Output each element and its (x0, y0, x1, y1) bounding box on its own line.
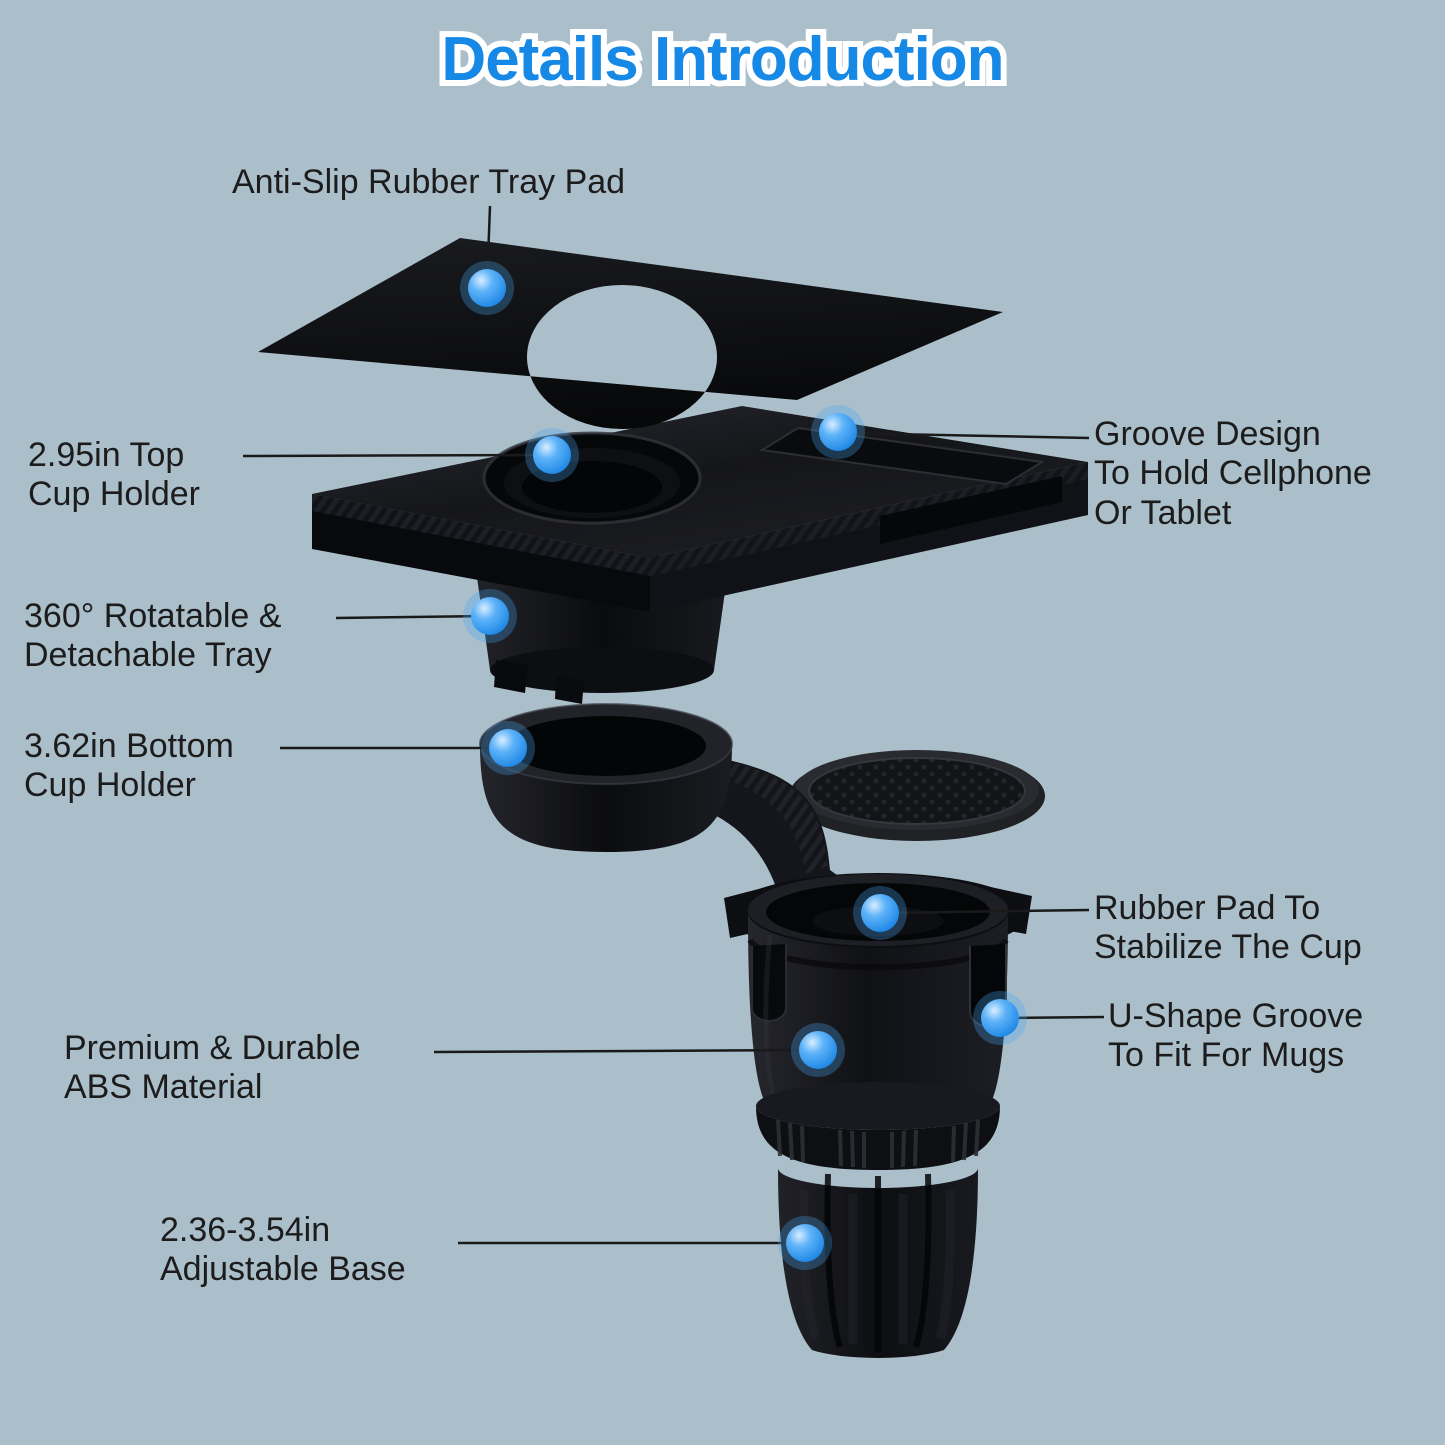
callout-line-groove-design (839, 431, 1090, 440)
callout-line-rotatable-tray (335, 614, 489, 620)
bottom-cup-ring (479, 703, 733, 852)
callout-line-abs-material (433, 1048, 817, 1054)
callout-dot-adjustable-base (778, 1216, 832, 1270)
u-groove-notch-left (751, 944, 787, 1022)
tray-shape (312, 406, 1088, 612)
callout-dot-u-shape-groove (973, 991, 1027, 1045)
callout-dot-top-cup-holder (525, 428, 579, 482)
callout-lines (242, 205, 1105, 1245)
callout-dot-rubber-pad (853, 886, 907, 940)
callout-dot-groove-design (811, 405, 865, 459)
callout-label-rubber-pad: Rubber Pad To Stabilize The Cup (1094, 889, 1362, 967)
callout-line-rubber-pad (881, 908, 1090, 915)
callout-label-abs-material: Premium & Durable ABS Material (64, 1029, 361, 1107)
callout-line-u-shape-groove (1001, 1015, 1105, 1020)
callout-label-top-cup-holder: 2.95in Top Cup Holder (28, 436, 200, 514)
page-title: Details Introduction Details Introductio… (0, 19, 1445, 99)
tray-pad-shape (258, 238, 1003, 429)
adjuster-ring (756, 1082, 1000, 1170)
callout-dots (460, 261, 1027, 1270)
callout-label-tray-pad: Anti-Slip Rubber Tray Pad (232, 163, 626, 201)
callout-label-u-shape-groove: U-Shape Groove To Fit For Mugs (1108, 997, 1364, 1075)
callout-line-top-cup-holder (242, 453, 551, 458)
callout-label-rotatable-tray: 360° Rotatable & Detachable Tray (24, 597, 282, 675)
callout-dot-tray-pad (460, 261, 514, 315)
page-title-outline: Details Introduction (435, 19, 1010, 99)
adjustable-base (778, 1168, 978, 1358)
rubber-coaster (789, 750, 1045, 841)
callout-dot-bottom-cup-holder (481, 721, 535, 775)
callout-label-groove-design: Groove Design To Hold Cellphone Or Table… (1094, 415, 1372, 532)
callout-label-bottom-cup-holder: 3.62in Bottom Cup Holder (24, 727, 234, 805)
callout-dot-abs-material (791, 1023, 845, 1077)
page-title-text: Details Introduction (441, 25, 1004, 94)
callout-label-adjustable-base: 2.36-3.54in Adjustable Base (160, 1211, 406, 1289)
callout-dot-rotatable-tray (463, 589, 517, 643)
